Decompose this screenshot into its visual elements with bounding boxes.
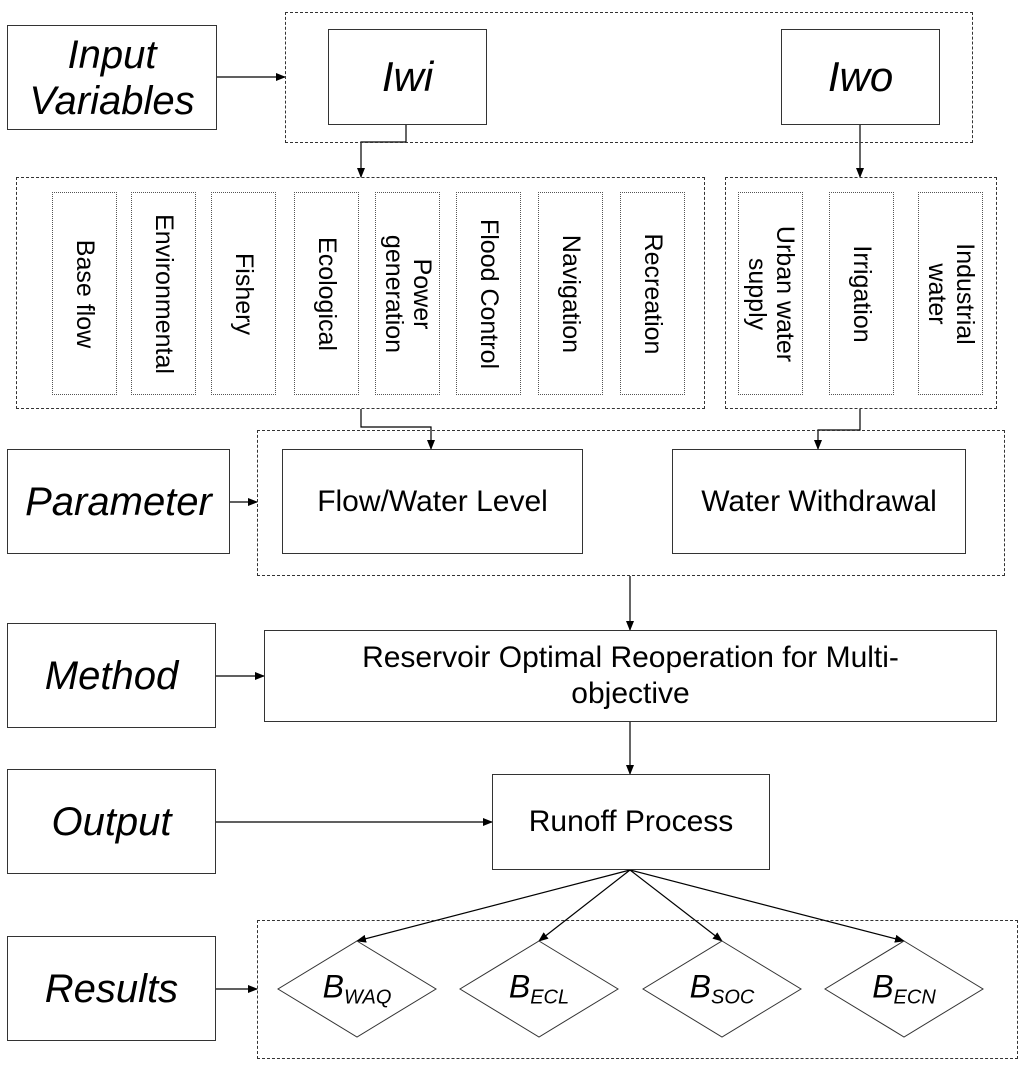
- water-withdrawal-label: Water Withdrawal: [701, 484, 937, 518]
- input-label-line1: Input: [67, 32, 157, 77]
- runoff-process-label: Runoff Process: [528, 805, 734, 838]
- becl-diamond: [459, 940, 619, 1038]
- becn-label: BECN: [872, 968, 936, 1009]
- arrow-runoff-to-becn: [629, 869, 905, 943]
- method-box: Reservoir Optimal Reoperation for Multi-…: [264, 630, 997, 722]
- arrow-instream-to-flow: [360, 409, 435, 450]
- iwo-label: Iwo: [827, 53, 894, 100]
- use-fishery: Fishery: [211, 192, 276, 395]
- instream-uses-group: [16, 177, 705, 409]
- results-label-box: Results: [7, 936, 216, 1041]
- arrow-runoff-to-bwaq: [356, 869, 631, 943]
- iwi-box: Iwi: [328, 29, 487, 125]
- output-label-box: Output: [7, 769, 216, 874]
- input-variables-group: [285, 12, 973, 143]
- bwaq-label: BWAQ: [322, 968, 392, 1009]
- iwo-box: Iwo: [781, 29, 940, 125]
- input-label-line2: Variables: [29, 78, 195, 123]
- use-base-flow: Base flow: [52, 192, 117, 395]
- method-label-box: Method: [7, 623, 216, 728]
- use-environmental: Environmental: [131, 192, 196, 395]
- flow-water-level-label: Flow/Water Level: [317, 484, 548, 518]
- arrow-runoff-to-becl: [538, 869, 631, 942]
- offstream-uses-group: [725, 177, 997, 409]
- parameter-group: [257, 430, 1005, 576]
- bsoc-diamond: [642, 940, 802, 1038]
- method-label: Method: [44, 653, 179, 698]
- becn-diamond: [824, 940, 984, 1038]
- bsoc-label: BSOC: [689, 968, 755, 1009]
- output-label: Output: [51, 799, 172, 844]
- use-recreation: Recreation: [620, 192, 685, 395]
- method-line2: objective: [571, 677, 690, 710]
- results-group: [257, 920, 1018, 1059]
- parameter-label: Parameter: [25, 479, 212, 524]
- use-irrigation: Irrigation: [829, 192, 894, 395]
- becl-label: BECL: [508, 968, 570, 1009]
- use-navigation: Navigation: [538, 192, 603, 395]
- flow-water-level-box: Flow/Water Level: [282, 449, 583, 554]
- use-flood-control: Flood Control: [456, 192, 521, 395]
- iwi-label: Iwi: [381, 53, 434, 100]
- method-line1: Reservoir Optimal Reoperation for Multi-: [362, 641, 899, 674]
- water-withdrawal-box: Water Withdrawal: [672, 449, 966, 554]
- input-variables-label-box: Input Variables: [7, 25, 217, 130]
- arrow-runoff-to-bsoc: [629, 869, 723, 942]
- parameter-label-box: Parameter: [7, 449, 230, 554]
- bwaq-diamond: [277, 940, 437, 1038]
- use-ecological: Ecological: [294, 192, 359, 395]
- runoff-process-box: Runoff Process: [492, 774, 770, 870]
- results-label: Results: [44, 966, 179, 1011]
